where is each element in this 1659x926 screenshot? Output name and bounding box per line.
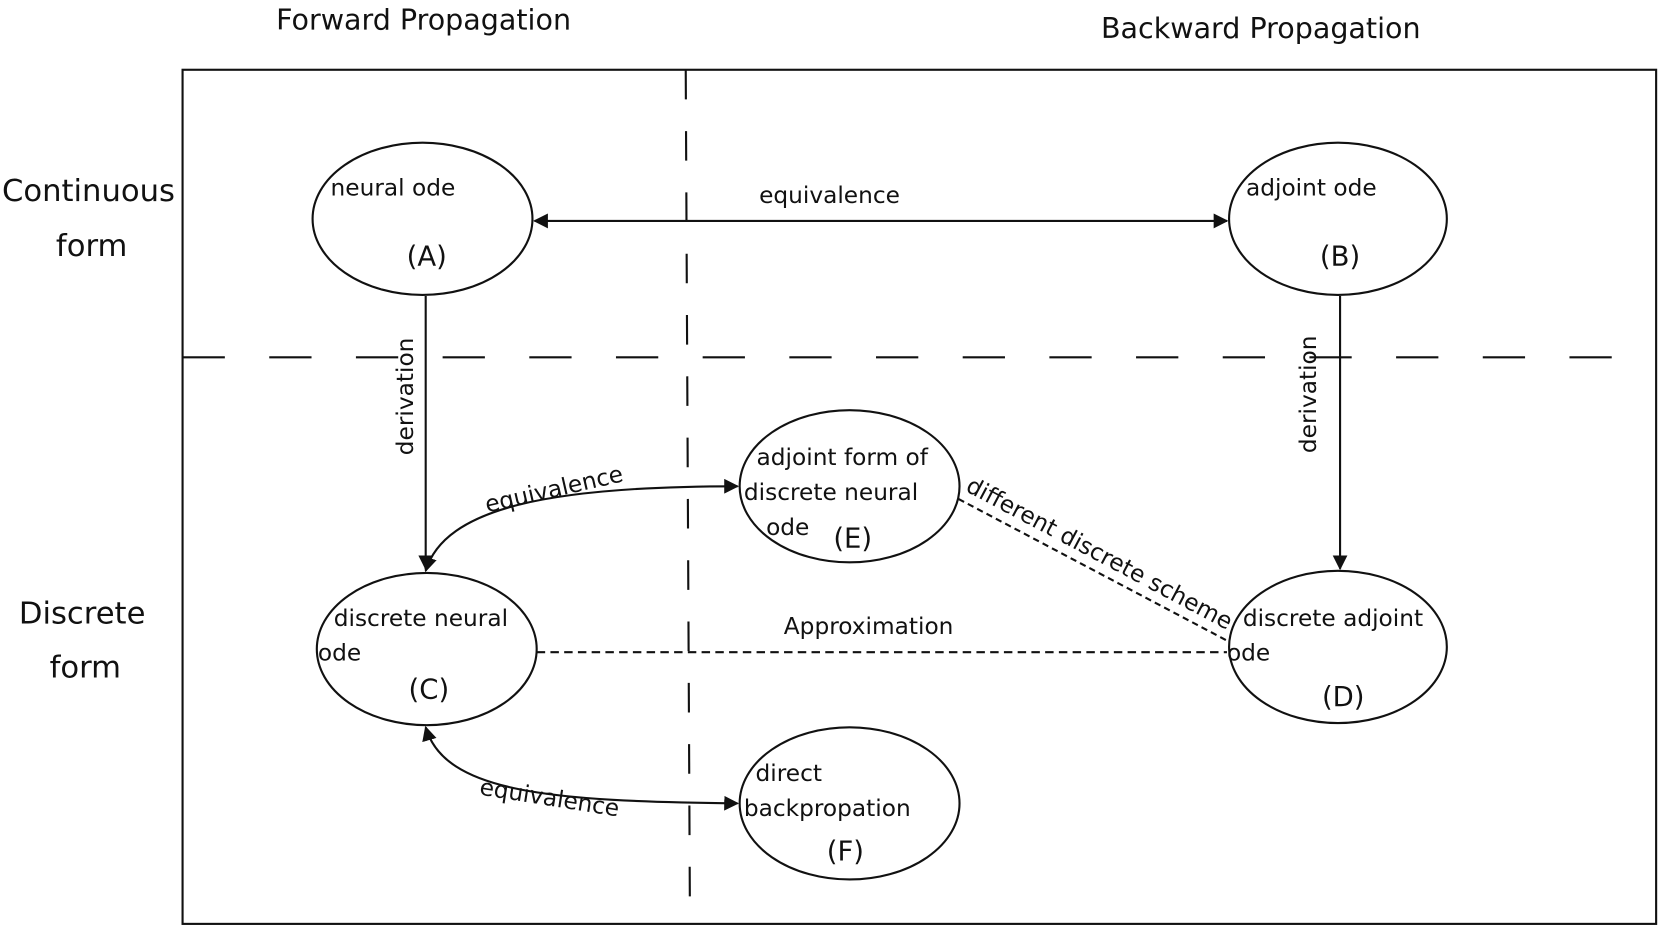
node-a-tag: (A) bbox=[407, 240, 447, 272]
edge-a-b-label: equivalence bbox=[759, 182, 900, 209]
node-e-label-3: ode bbox=[766, 514, 809, 541]
row-label-continuous: Continuous bbox=[2, 174, 175, 209]
node-f: direct backpropation (F) bbox=[738, 726, 961, 881]
node-d-tag: (D) bbox=[1322, 681, 1365, 713]
node-f-label-2: backpropation bbox=[744, 795, 911, 822]
node-d-label-2: ode bbox=[1227, 640, 1270, 667]
edge-e-d-label: different discrete scheme bbox=[962, 472, 1237, 635]
node-c-label-2: ode bbox=[318, 640, 361, 667]
node-b-tag: (B) bbox=[1320, 240, 1360, 272]
frame bbox=[181, 68, 1658, 925]
node-b-label: adjoint ode bbox=[1246, 175, 1377, 202]
edge-a-c-label: derivation bbox=[392, 338, 419, 456]
node-f-label-1: direct bbox=[756, 760, 822, 787]
edge-c-f bbox=[422, 725, 740, 811]
node-c-tag: (C) bbox=[409, 674, 450, 706]
backward-title: Backward Propagation bbox=[1101, 12, 1421, 45]
row-label-continuous-form: form bbox=[56, 229, 127, 264]
vertical-divider bbox=[684, 69, 692, 924]
node-d: discrete adjoint ode (D) bbox=[1227, 569, 1448, 725]
edge-b-d-label: derivation bbox=[1295, 335, 1322, 453]
row-label-discrete: Discrete bbox=[19, 597, 146, 632]
node-e-label-2: discrete neural bbox=[744, 479, 918, 506]
forward-title: Forward Propagation bbox=[276, 4, 571, 37]
edge-c-e-label: equivalence bbox=[482, 461, 625, 519]
node-e: adjoint form of discrete neural ode (E) bbox=[738, 409, 961, 564]
node-e-tag: (E) bbox=[833, 523, 872, 555]
node-c: discrete neural ode (C) bbox=[315, 571, 538, 727]
node-a: neural ode (A) bbox=[311, 141, 534, 296]
edge-e-d bbox=[957, 498, 1228, 642]
row-label-discrete-form: form bbox=[50, 651, 121, 686]
node-d-label-1: discrete adjoint bbox=[1243, 605, 1423, 632]
node-f-tag: (F) bbox=[827, 835, 864, 867]
edge-c-e bbox=[422, 478, 740, 573]
edge-c-d-label: Approximation bbox=[784, 613, 954, 640]
edge-c-f-label: equivalence bbox=[478, 774, 621, 823]
node-c-label-1: discrete neural bbox=[334, 605, 508, 632]
node-e-label-1: adjoint form of bbox=[757, 444, 929, 471]
node-b: adjoint ode (B) bbox=[1228, 141, 1448, 296]
node-a-label: neural ode bbox=[331, 175, 456, 202]
